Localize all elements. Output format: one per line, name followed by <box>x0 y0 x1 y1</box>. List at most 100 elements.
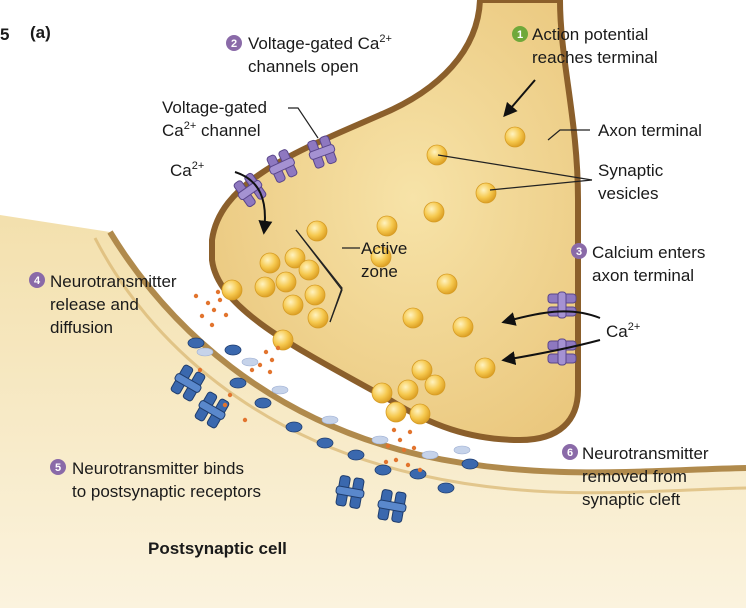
svg-text:1: 1 <box>517 29 523 41</box>
svg-text:3: 3 <box>576 246 582 258</box>
step-badge <box>226 35 242 51</box>
neurotransmitter-dot <box>211 307 217 313</box>
active-zone-label-line-2: zone <box>361 262 398 281</box>
vesicle <box>402 307 424 329</box>
vesicle <box>436 273 458 295</box>
vesicle <box>409 403 431 425</box>
receptor <box>170 364 206 402</box>
vesicle-leader-a <box>437 154 593 181</box>
step-4-line-3: diffusion <box>50 318 113 337</box>
step-1-line-1: Action potential <box>532 25 648 44</box>
arrows <box>234 79 601 366</box>
edge-character: 5 <box>0 25 9 44</box>
step-6-line-3: synaptic cleft <box>582 490 681 509</box>
synaptic-vesicles <box>221 126 526 425</box>
step-4-line-1: Neurotransmitter <box>50 272 177 291</box>
neurotransmitter-dot <box>275 345 281 351</box>
neurotransmitter-molecules <box>193 289 423 473</box>
step-badge <box>50 459 66 475</box>
step-badge <box>29 272 45 288</box>
vesicle <box>424 374 446 396</box>
step-6-line-2: removed from <box>582 467 687 486</box>
ca-left-label: Ca2+ <box>170 160 204 180</box>
binding-site <box>409 468 427 480</box>
leader-lines <box>288 107 593 249</box>
receptor <box>377 489 407 523</box>
step-2-line-2: channels open <box>248 57 359 76</box>
vesicle <box>474 357 496 379</box>
neurotransmitter-dot <box>217 297 223 303</box>
vesicle <box>371 382 393 404</box>
receptor <box>335 475 365 509</box>
vesicle <box>306 220 328 242</box>
step-5: 5 Neurotransmitter binds to postsynaptic… <box>50 459 261 501</box>
vg-channel-label-line-1: Voltage-gated <box>162 98 267 117</box>
neurotransmitter-dot <box>242 417 248 423</box>
neurotransmitter-dot <box>417 467 423 473</box>
vesicle <box>475 182 497 204</box>
binding-site <box>285 421 303 433</box>
step-6-line-1: Neurotransmitter <box>582 444 709 463</box>
neurotransmitter-dot <box>267 369 273 375</box>
neurotransmitter-dot <box>249 367 255 373</box>
neurotransmitter-dot <box>405 462 411 468</box>
step-1: 1 Action potential reaches terminal <box>512 25 658 67</box>
vesicle <box>423 201 445 223</box>
synaptic-vesicles-label-line-2: vesicles <box>598 184 658 203</box>
membrane-protein <box>241 357 259 367</box>
vesicle <box>452 316 474 338</box>
step-4-line-2: release and <box>50 295 139 314</box>
neurotransmitter-dot <box>383 459 389 465</box>
calcium-entry-arrow-left <box>234 171 273 235</box>
step-5-line-2: to postsynaptic receptors <box>72 482 261 501</box>
vesicle <box>272 329 294 351</box>
step-3-line-2: axon terminal <box>592 266 694 285</box>
vesicle-leader-b <box>489 179 593 191</box>
vesicle <box>307 307 329 329</box>
ca-channel <box>266 149 298 183</box>
neurotransmitter-dot <box>227 392 233 398</box>
postsynaptic-cell-label: Postsynaptic cell <box>148 539 287 558</box>
neurotransmitter-dot <box>257 362 263 368</box>
binding-site <box>187 337 205 349</box>
neurotransmitter-dot <box>197 367 203 373</box>
membrane-protein <box>421 450 439 460</box>
binding-site <box>224 344 242 356</box>
membrane-protein <box>453 445 471 455</box>
binding-site <box>254 397 272 409</box>
vesicle <box>397 379 419 401</box>
neurotransmitter-dot <box>263 349 269 355</box>
vesicle <box>304 284 326 306</box>
step-badge <box>512 26 528 42</box>
binding-site <box>229 377 247 389</box>
calcium-entry-arrow-right-upper <box>501 310 601 326</box>
vesicle <box>221 279 243 301</box>
step-2-line-1: Voltage-gated Ca2+ <box>248 33 392 53</box>
step-3-line-1: Calcium enters <box>592 243 705 262</box>
neurotransmitter-dot <box>215 289 221 295</box>
step-6: 6 Neurotransmitter removed from synaptic… <box>562 444 709 509</box>
vesicle <box>254 276 276 298</box>
neurotransmitter-dot <box>199 313 205 319</box>
vesicle <box>284 247 306 269</box>
active-zone-label-line-1: Active <box>361 239 407 258</box>
vesicle <box>426 144 448 166</box>
neurotransmitter-dot <box>205 300 211 306</box>
step-1-line-2: reaches terminal <box>532 48 658 67</box>
active-zone-bracket <box>295 229 343 323</box>
vesicle <box>259 252 281 274</box>
axon-terminal-leader <box>547 129 590 141</box>
ca-channel <box>307 135 337 169</box>
step-5-line-1: Neurotransmitter binds <box>72 459 244 478</box>
membrane-protein <box>371 435 389 445</box>
vesicle <box>275 271 297 293</box>
neurotransmitter-dot <box>407 429 413 435</box>
binding-site <box>437 482 455 494</box>
postsynaptic-receptors <box>170 337 479 523</box>
vesicle <box>411 359 433 381</box>
vesicle <box>504 126 526 148</box>
neurotransmitter-dot <box>223 312 229 318</box>
neurotransmitter-dot <box>385 443 391 449</box>
vg-channel-leader <box>288 107 319 139</box>
neurotransmitter-dot <box>209 322 215 328</box>
